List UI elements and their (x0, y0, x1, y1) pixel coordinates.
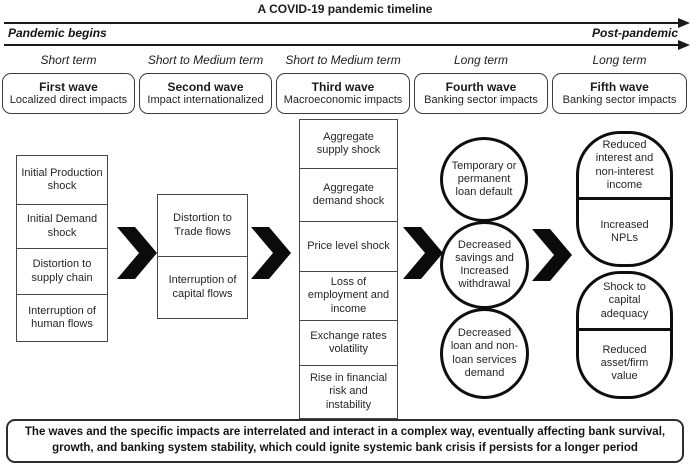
timeline-line-upper (4, 18, 690, 28)
wave1-subtitle: Localized direct impacts (9, 94, 128, 107)
wave5-subtitle: Banking sector impacts (562, 94, 677, 107)
wave5-impact-item: Reduced asset/firm value (600, 343, 649, 383)
wave4-impact-circle: Decreased loan and non-loan services dem… (440, 308, 529, 399)
term-label-wave4: Long term (453, 53, 509, 67)
term-label-wave1: Short term (40, 53, 97, 67)
term-label-wave3: Short to Medium term (285, 53, 401, 67)
wave5-header-box: Fifth wave Banking sector impacts (552, 73, 687, 114)
flow-arrow-icon (251, 227, 291, 279)
wave4-header-box: Fourth wave Banking sector impacts (414, 73, 548, 114)
wave1-impact-stack: Initial Production shock Initial Demand … (16, 155, 108, 342)
arrowhead-right-icon (678, 18, 690, 28)
flow-arrow-icon (117, 227, 157, 279)
wave1-impact-item: Initial Demand shock (17, 205, 107, 249)
term-label-wave2: Short to Medium term (147, 53, 264, 67)
timeline-end-label: Post-pandemic (591, 26, 678, 40)
wave1-header-box: First wave Localized direct impacts (2, 73, 135, 114)
wave4-title: Fourth wave (445, 79, 517, 94)
wave3-impact-item: Exchange rates volatility (300, 321, 397, 366)
timeline-start-label: Pandemic begins (8, 26, 107, 40)
wave3-impact-item: Aggregate supply shock (300, 120, 397, 169)
wave3-impact-item: Rise in financial risk and instability (309, 372, 388, 411)
wave5-impact-stadium-upper: Reduced interest and non-interest income… (576, 131, 673, 267)
figure-title: A COVID-19 pandemic timeline (257, 2, 433, 16)
flow-arrow-icon (403, 227, 443, 279)
wave2-title: Second wave (167, 79, 244, 94)
wave3-subtitle: Macroeconomic impacts (283, 94, 403, 107)
wave3-header-box: Third wave Macroeconomic impacts (276, 73, 410, 114)
wave3-impact-item: Loss of employment and income (300, 272, 397, 321)
wave4-subtitle: Banking sector impacts (424, 94, 538, 107)
wave4-impact-circle: Decreased savings and Increased withdraw… (440, 221, 529, 309)
wave1-impact-item: Initial Production shock (17, 156, 107, 205)
wave5-impact-item: Reduced interest and non-interest income (579, 134, 670, 200)
wave1-impact-item: Distortion to supply chain (17, 249, 107, 295)
wave2-impact-item: Interruption of capital flows (168, 274, 237, 300)
flow-arrow-icon (532, 229, 572, 281)
wave2-subtitle: Impact internationalized (147, 94, 264, 107)
arrowhead-right-icon (678, 40, 690, 50)
footer-note: The waves and the specific impacts are i… (6, 419, 684, 463)
wave3-impact-stack: Aggregate supply shock Aggregate demand … (299, 119, 398, 419)
wave5-impact-item: Shock to capital adequacy (579, 274, 670, 331)
wave5-title: Fifth wave (590, 79, 649, 94)
wave5-impact-stadium-lower: Shock to capital adequacy Reduced asset/… (576, 271, 673, 399)
wave1-title: First wave (39, 79, 98, 94)
wave2-impact-item: Distortion to Trade flows (158, 195, 247, 257)
wave1-impact-item: Interruption of human flows (28, 304, 96, 330)
term-label-wave5: Long term (592, 53, 647, 67)
timeline-line-lower (4, 40, 690, 50)
wave3-impact-item: Price level shock (300, 222, 397, 272)
wave4-impact-circle: Temporary or permanent loan default (440, 137, 528, 222)
wave3-impact-item: Aggregate demand shock (300, 169, 397, 222)
wave3-title: Third wave (311, 79, 375, 94)
wave2-header-box: Second wave Impact internationalized (139, 73, 272, 114)
wave2-impact-stack: Distortion to Trade flows Interruption o… (157, 194, 248, 319)
wave5-impact-item: Increased NPLs (600, 218, 649, 244)
